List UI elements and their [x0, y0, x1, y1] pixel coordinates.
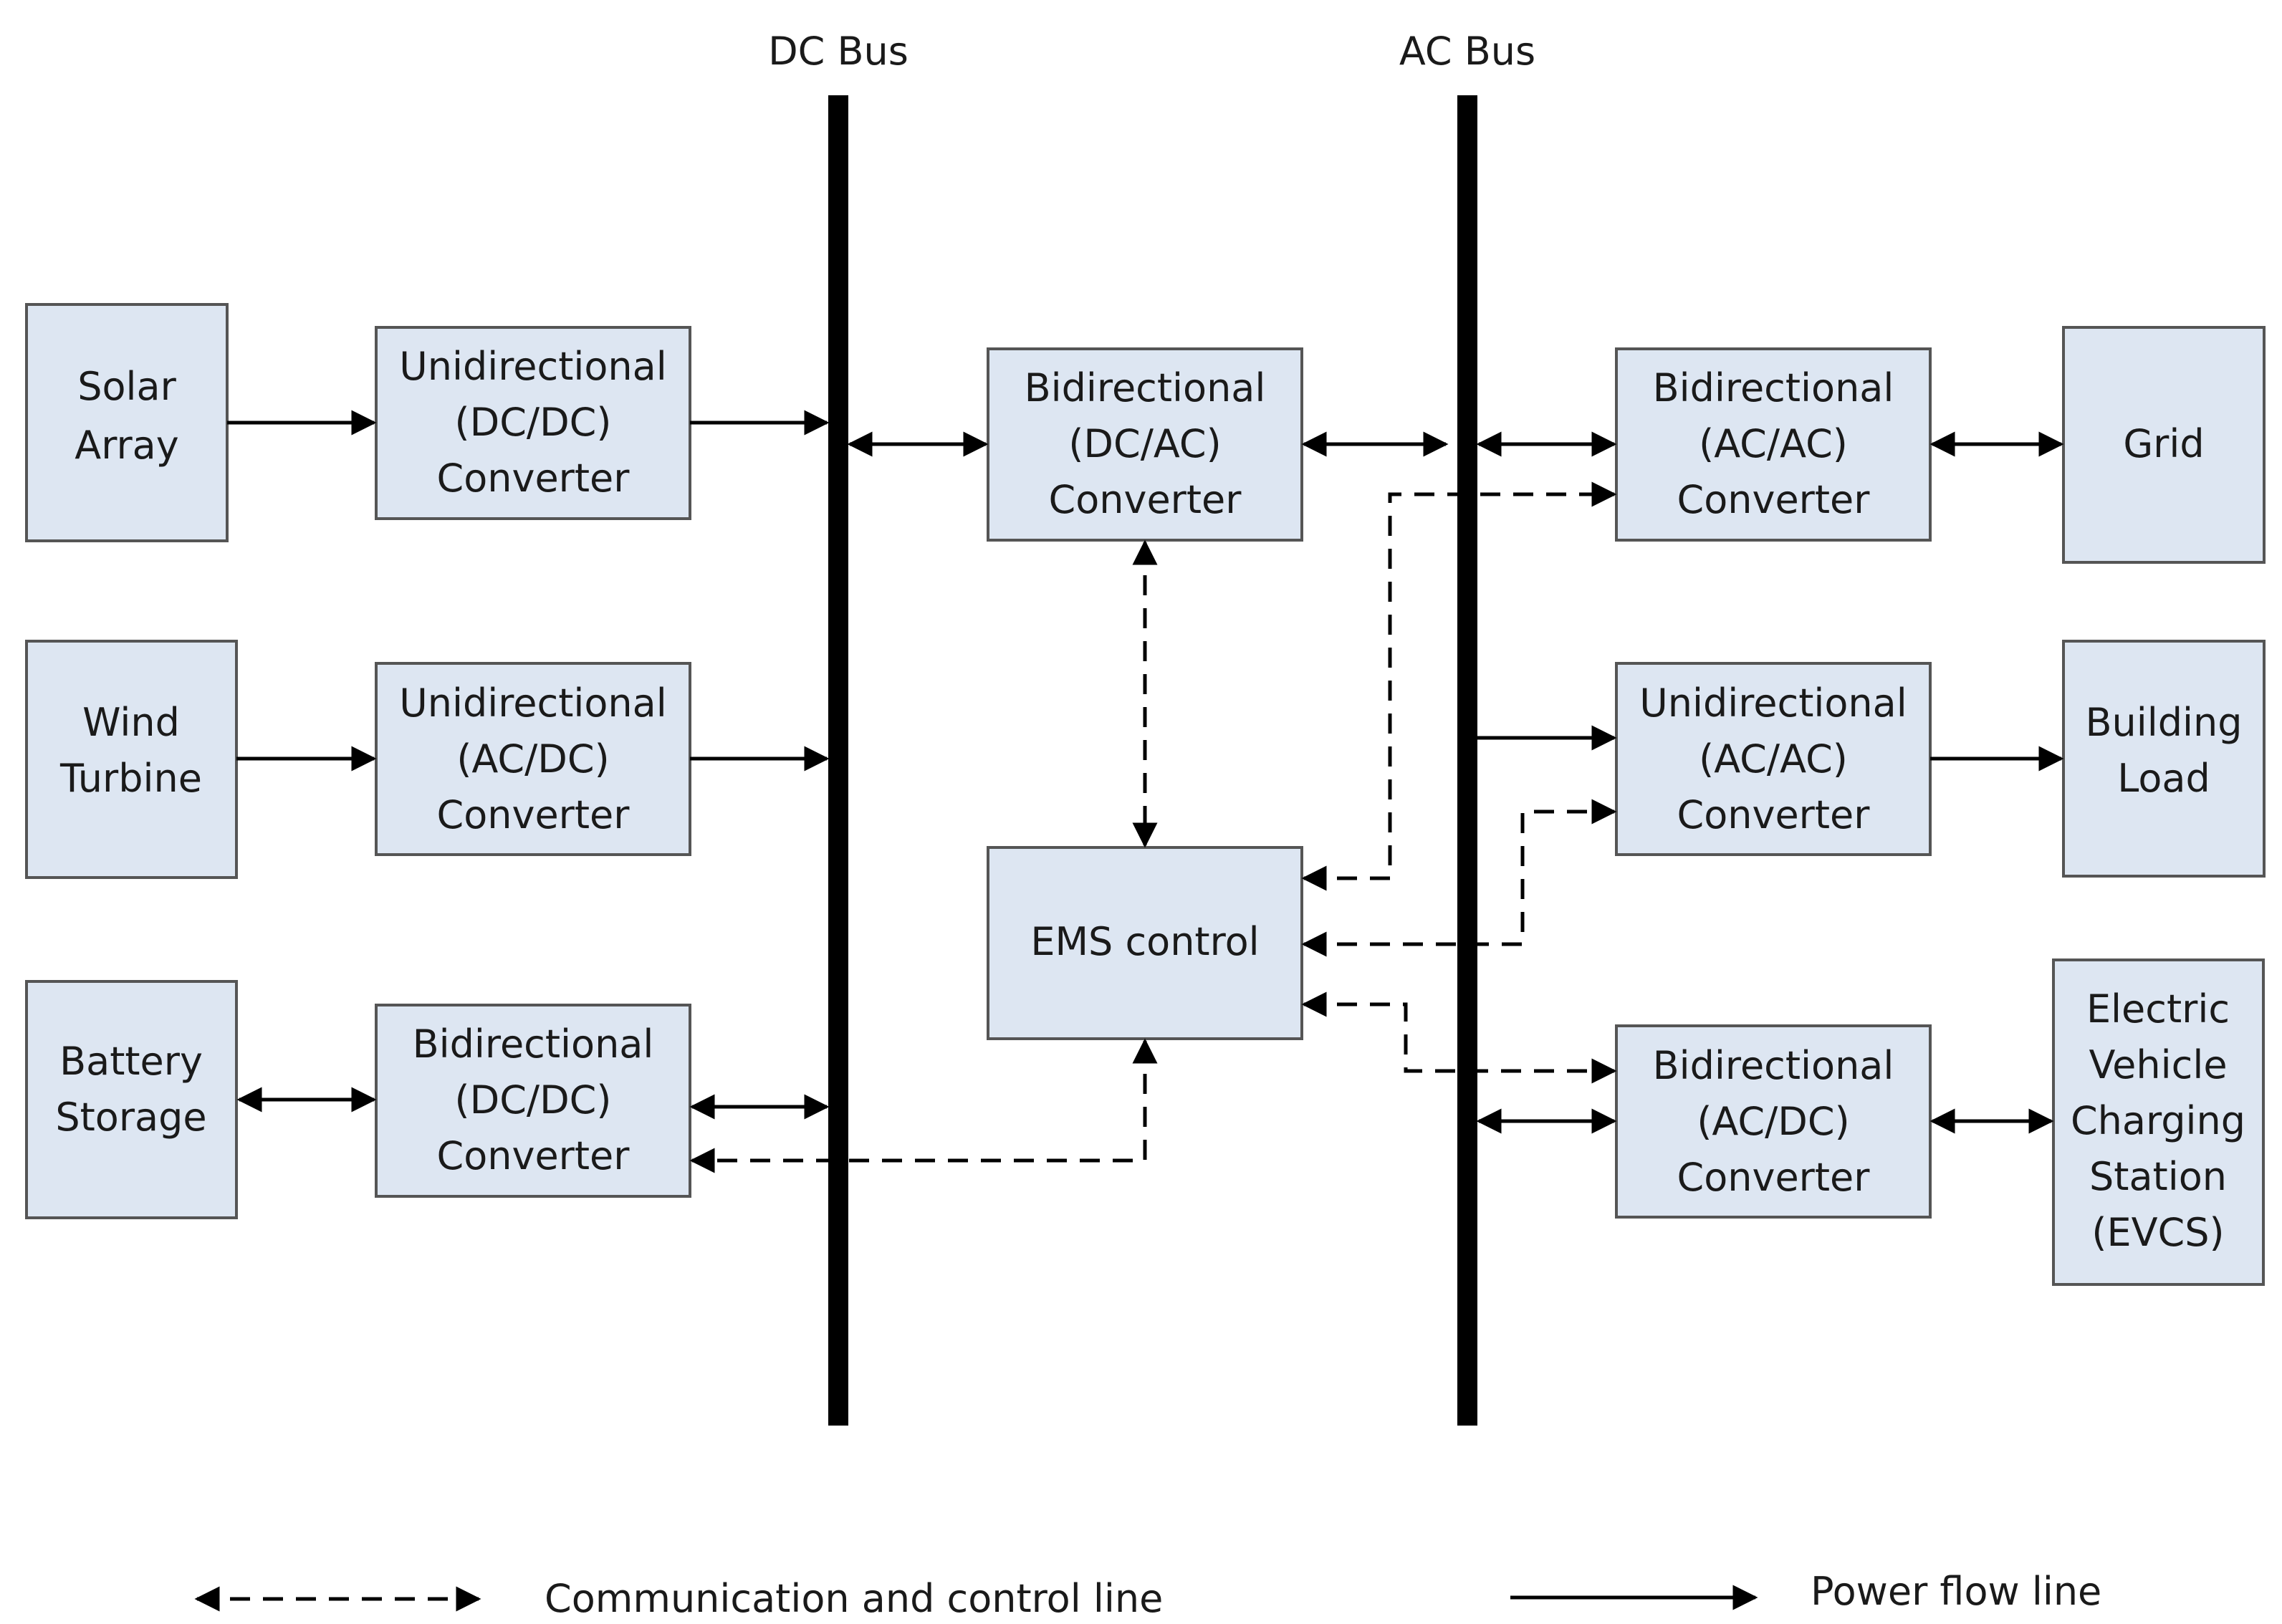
- ems-control-label: EMS control: [1030, 919, 1259, 964]
- uni-acdc-line-1: Unidirectional: [399, 681, 667, 726]
- bi-acdc-line-2: (AC/DC): [1697, 1099, 1849, 1144]
- evcs-line-3: Charging: [2071, 1098, 2245, 1143]
- uni-dcdc-line-3: Converter: [437, 456, 631, 501]
- dc-bus-label: DC Bus: [768, 29, 909, 74]
- bi-dcac-line-3: Converter: [1049, 477, 1242, 522]
- evcs-box: Electric Vehicle Charging Station (EVCS): [2052, 958, 2265, 1286]
- bidirectional-acdc-converter-box: Bidirectional (AC/DC) Converter: [1615, 1024, 1932, 1219]
- bi-dcdc-line-2: (DC/DC): [455, 1077, 612, 1123]
- building-load-line-1: Building: [2085, 700, 2242, 745]
- legend-power-label: Power flow line: [1811, 1569, 2101, 1614]
- bi-acdc-line-3: Converter: [1677, 1155, 1871, 1200]
- bidirectional-acac-converter-box: Bidirectional (AC/AC) Converter: [1615, 347, 1932, 542]
- uni-dcdc-line-1: Unidirectional: [399, 344, 667, 389]
- bi-acac-line-3: Converter: [1677, 477, 1871, 522]
- wind-turbine-line-2: Turbine: [59, 756, 202, 801]
- communication-lines: [689, 481, 1617, 1173]
- solar-array-line-1: Solar: [77, 364, 176, 409]
- comm-ems-to-uni-acac: [1301, 799, 1617, 957]
- legend: Communication and control line Power flo…: [194, 1569, 2101, 1621]
- bi-acdc-line-1: Bidirectional: [1653, 1043, 1894, 1088]
- uni-acac-line-1: Unidirectional: [1639, 681, 1907, 726]
- uni-acdc-line-2: (AC/DC): [456, 736, 609, 782]
- comm-ems-to-bi-acdc: [1301, 991, 1617, 1084]
- bidirectional-dcac-converter-box: Bidirectional (DC/AC) Converter: [987, 347, 1303, 542]
- building-load-line-2: Load: [2117, 756, 2210, 801]
- ems-control-box: EMS control: [987, 846, 1303, 1040]
- battery-storage-line-2: Storage: [55, 1095, 206, 1140]
- evcs-line-2: Vehicle: [2089, 1042, 2227, 1087]
- solar-array-line-2: Array: [75, 423, 178, 468]
- ac-bus-bar: [1457, 95, 1477, 1426]
- uni-acac-line-3: Converter: [1677, 792, 1871, 837]
- bi-dcac-line-2: (DC/AC): [1068, 421, 1221, 466]
- ac-bus-label: AC Bus: [1399, 29, 1535, 74]
- battery-storage-box: Battery Storage: [25, 980, 238, 1219]
- wind-turbine-line-1: Wind: [82, 700, 180, 745]
- unidirectional-dcdc-converter-box: Unidirectional (DC/DC) Converter: [375, 326, 691, 520]
- unidirectional-acac-converter-box: Unidirectional (AC/AC) Converter: [1615, 662, 1932, 856]
- legend-communication-label: Communication and control line: [545, 1576, 1163, 1621]
- uni-dcdc-line-2: (DC/DC): [455, 400, 612, 445]
- battery-storage-line-1: Battery: [59, 1039, 203, 1084]
- wind-turbine-box: Wind Turbine: [25, 640, 238, 879]
- bi-dcac-line-1: Bidirectional: [1025, 365, 1266, 410]
- solar-array-box: Solar Array: [25, 303, 229, 542]
- bidirectional-dcdc-converter-box: Bidirectional (DC/DC) Converter: [375, 1004, 691, 1198]
- unidirectional-acdc-converter-box: Unidirectional (AC/DC) Converter: [375, 662, 691, 856]
- bi-acac-line-2: (AC/AC): [1699, 421, 1848, 466]
- bi-dcdc-line-1: Bidirectional: [413, 1022, 654, 1067]
- grid-label: Grid: [2123, 421, 2204, 466]
- comm-ems-to-bi-dcdc: [689, 1038, 1158, 1173]
- bi-acac-line-1: Bidirectional: [1653, 365, 1894, 410]
- dc-bus-bar: [828, 95, 848, 1426]
- evcs-line-1: Electric: [2086, 986, 2230, 1032]
- evcs-line-5: (EVCS): [2091, 1210, 2224, 1255]
- uni-acdc-line-3: Converter: [437, 792, 631, 837]
- uni-acac-line-2: (AC/AC): [1699, 736, 1848, 782]
- grid-box: Grid: [2062, 326, 2266, 564]
- evcs-line-4: Station: [2089, 1154, 2227, 1199]
- building-load-box: Building Load: [2062, 640, 2266, 878]
- bi-dcdc-line-3: Converter: [437, 1133, 631, 1178]
